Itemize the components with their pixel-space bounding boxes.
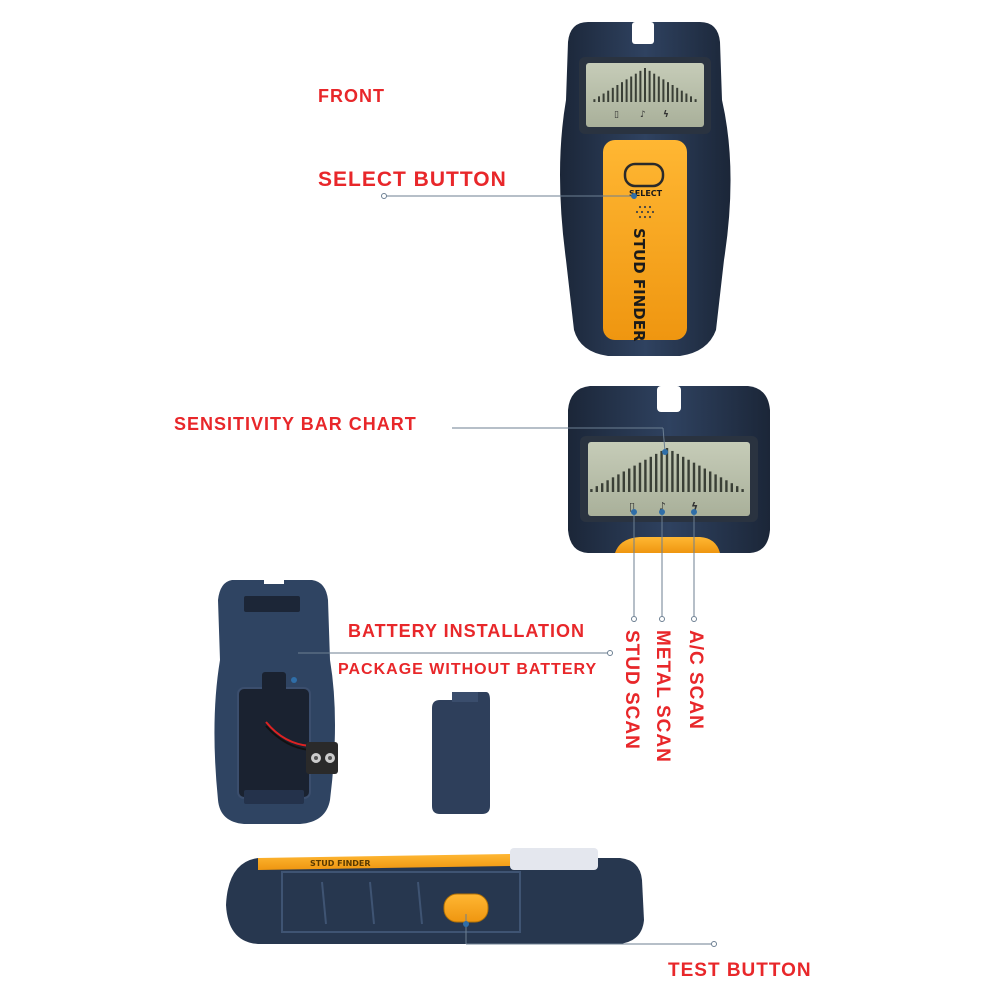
sensitivity-bar <box>633 465 636 492</box>
sensitivity-bar-chart-label: SENSITIVITY BAR CHART <box>174 414 417 434</box>
sensitivity-bar <box>714 474 717 492</box>
select-button-shape <box>623 162 665 188</box>
closeup-sensitivity-bars <box>590 448 744 492</box>
sensitivity-bar <box>644 459 647 492</box>
closeup-ac-icon: ϟ <box>691 500 698 513</box>
sensitivity-bar <box>638 462 642 492</box>
sensitivity-bar <box>601 483 604 492</box>
sensitivity-bar <box>665 448 669 492</box>
sensitivity-bar <box>694 99 697 102</box>
side-device: STUD FINDER <box>226 848 644 944</box>
back-device <box>214 576 490 824</box>
sensitivity-bar <box>616 85 619 102</box>
sensitivity-bar <box>625 79 628 102</box>
sensitivity-bar <box>648 70 651 102</box>
battery-compartment <box>237 687 311 799</box>
sensitivity-bar <box>639 70 642 102</box>
metal-scan-label: METAL SCAN <box>652 630 673 763</box>
closeup-lcd <box>588 442 750 516</box>
sensitivity-bar <box>709 471 712 492</box>
sensitivity-bar <box>676 453 679 492</box>
battery-installation-label: BATTERY INSTALLATION <box>348 621 585 641</box>
sensitivity-bar <box>622 471 625 492</box>
sensitivity-bar <box>595 486 598 492</box>
sensitivity-bar <box>698 465 701 492</box>
sensitivity-bar <box>685 93 688 102</box>
sensitivity-bar <box>621 82 623 102</box>
sensitivity-bar <box>655 453 658 492</box>
back-notch <box>264 576 284 584</box>
test-button-label: TEST BUTTON <box>668 960 812 981</box>
sensitivity-bar <box>730 483 733 492</box>
sensitivity-bar <box>736 486 739 492</box>
ac-mode-icon: ϟ <box>663 110 669 120</box>
closeup-notch <box>657 386 681 412</box>
side-orange-strip <box>258 854 510 870</box>
top-notch <box>632 22 654 44</box>
battery-connector <box>306 742 338 774</box>
sensitivity-bar <box>657 76 660 102</box>
front-sensitivity-bars <box>593 68 697 102</box>
sensitivity-bar <box>653 73 656 102</box>
sensitivity-bar <box>617 474 620 492</box>
display-closeup: ▯ ♪ ϟ <box>568 386 770 553</box>
sensitivity-bar <box>687 459 690 492</box>
speaker-grille-icon <box>635 205 655 219</box>
side-lcd-glass <box>510 848 598 870</box>
package-without-battery-label: PACKAGE WITHOUT BATTERY <box>338 661 598 678</box>
sensitivity-bar <box>649 456 652 492</box>
sensitivity-bar <box>634 73 637 102</box>
front-device: ▯ ♪ ϟ SELECT STUD FINDER <box>560 22 731 356</box>
sensitivity-bar <box>682 456 685 492</box>
sensitivity-bar <box>662 79 665 102</box>
sensitivity-bar <box>593 99 596 102</box>
battery-clip <box>262 672 286 698</box>
ac-scan-label: A/C SCAN <box>685 630 706 730</box>
sensitivity-bar <box>630 76 633 102</box>
sensitivity-bar <box>671 85 674 102</box>
sensitivity-bar <box>690 96 692 102</box>
sensitivity-bar <box>725 480 728 492</box>
sensitivity-bar <box>741 489 744 492</box>
sensitivity-bar <box>598 96 600 102</box>
callout-endpoints <box>381 193 717 947</box>
sensitivity-bar <box>602 93 605 102</box>
battery-cover <box>432 692 490 814</box>
closeup-orange-edge <box>615 537 720 553</box>
sensitivity-bar <box>644 68 646 102</box>
sensitivity-bar <box>590 489 593 492</box>
closeup-metal-icon: ♪ <box>659 500 666 513</box>
brand-text: STUD FINDER <box>630 228 648 342</box>
sensitivity-bar <box>692 462 696 492</box>
callout-lines <box>298 195 712 945</box>
sensitivity-bar <box>660 450 663 492</box>
sensitivity-bar <box>719 477 723 492</box>
select-text: SELECT <box>629 189 663 198</box>
sensitivity-bar <box>680 90 683 102</box>
metal-mode-icon: ♪ <box>640 110 646 120</box>
sensitivity-bar <box>607 90 610 102</box>
sensitivity-bar <box>676 87 679 102</box>
sensitivity-bar <box>703 468 706 492</box>
select-button-label: SELECT BUTTON <box>318 168 507 191</box>
back-vent <box>244 596 300 612</box>
sensitivity-bar <box>667 82 669 102</box>
sensitivity-bar <box>671 450 674 492</box>
closeup-stud-icon: ▯ <box>629 500 635 513</box>
front-label: FRONT <box>318 86 385 106</box>
stud-scan-label: STUD SCAN <box>621 630 642 750</box>
sensitivity-bar <box>606 480 609 492</box>
sensitivity-bar <box>628 468 631 492</box>
side-text: STUD FINDER <box>310 859 371 868</box>
sensitivity-bar <box>611 87 614 102</box>
callout-dots <box>291 193 697 927</box>
front-orange-panel <box>603 140 687 340</box>
sensitivity-bar <box>611 477 615 492</box>
stud-mode-icon: ▯ <box>614 110 619 120</box>
